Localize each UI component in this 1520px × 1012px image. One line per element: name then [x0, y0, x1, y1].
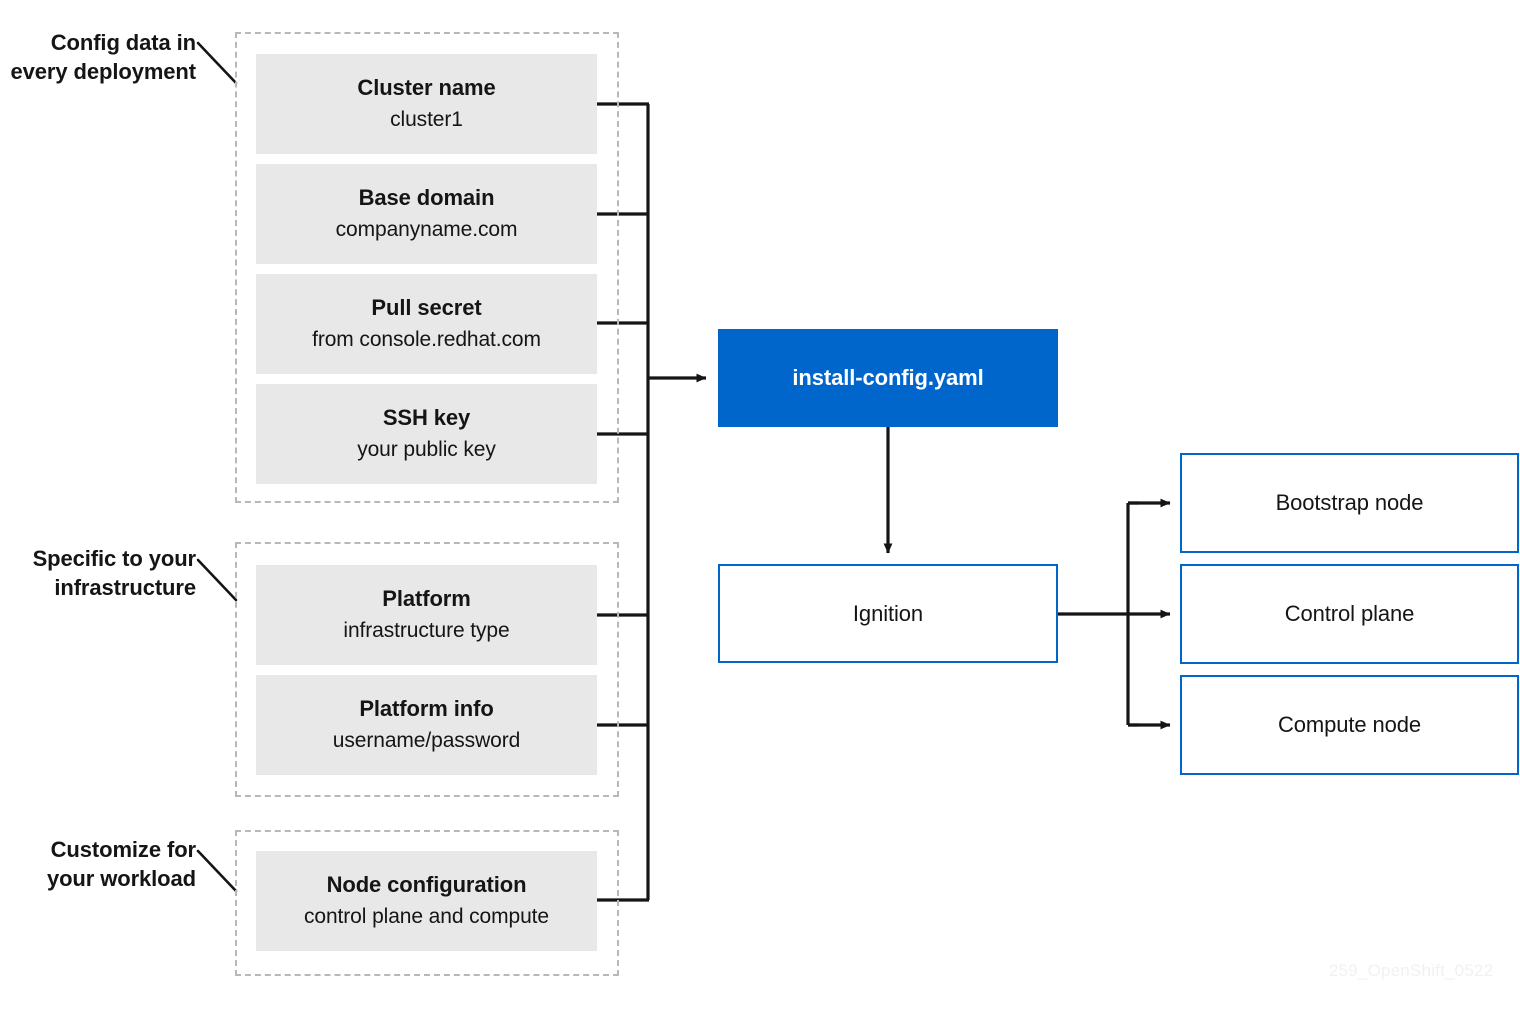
config-card-title: Platform: [382, 586, 471, 612]
install-config-yaml-box: install-config.yaml: [718, 329, 1058, 427]
config-card-subtitle: cluster1: [390, 108, 463, 132]
leader-line-workload: [196, 849, 238, 893]
config-card-title: Pull secret: [371, 295, 482, 321]
config-card-node-configuration: Node configuration control plane and com…: [256, 851, 597, 951]
config-card-subtitle: control plane and compute: [304, 905, 549, 929]
config-card-title: Node configuration: [326, 872, 527, 898]
group-box-common-config: [235, 32, 619, 503]
control-plane-label: Control plane: [1284, 601, 1415, 626]
config-card-title: SSH key: [382, 405, 471, 431]
compute-node-label: Compute node: [1277, 712, 1422, 737]
config-card-subtitle: infrastructure type: [343, 619, 510, 643]
leader-line-infrastructure: [196, 558, 238, 602]
control-plane-box: Control plane: [1180, 564, 1519, 664]
group-caption-infrastructure: Specific to your infrastructure: [32, 546, 197, 601]
config-card-pull-secret: Pull secret from console.redhat.com: [256, 274, 597, 374]
config-card-subtitle: from console.redhat.com: [312, 328, 541, 352]
config-card-subtitle: companyname.com: [335, 218, 518, 242]
group-box-infrastructure: [235, 542, 619, 797]
install-config-yaml-label: install-config.yaml: [792, 365, 984, 390]
group-caption-workload: Customize for your workload: [46, 837, 196, 892]
config-card-platform-info: Platform info username/password: [256, 675, 597, 775]
ignition-label: Ignition: [852, 600, 924, 626]
group-box-workload: [235, 830, 619, 976]
config-card-platform: Platform infrastructure type: [256, 565, 597, 665]
ignition-box: Ignition: [718, 564, 1058, 663]
config-card-title: Platform info: [359, 696, 494, 722]
config-card-subtitle: your public key: [357, 438, 496, 462]
config-card-ssh-key: SSH key your public key: [256, 384, 597, 484]
config-card-cluster-name: Cluster name cluster1: [256, 54, 597, 154]
config-card-title: Cluster name: [357, 75, 496, 101]
bootstrap-node-box: Bootstrap node: [1180, 453, 1519, 553]
config-card-base-domain: Base domain companyname.com: [256, 164, 597, 264]
config-card-title: Base domain: [358, 185, 495, 211]
compute-node-box: Compute node: [1180, 675, 1519, 775]
group-caption-common-config: Config data in every deployment: [10, 30, 197, 85]
leader-line-common-config: [196, 41, 238, 85]
config-card-subtitle: username/password: [332, 729, 521, 753]
watermark-label: 259_OpenShift_0522: [1329, 961, 1494, 980]
bootstrap-node-label: Bootstrap node: [1275, 490, 1424, 515]
